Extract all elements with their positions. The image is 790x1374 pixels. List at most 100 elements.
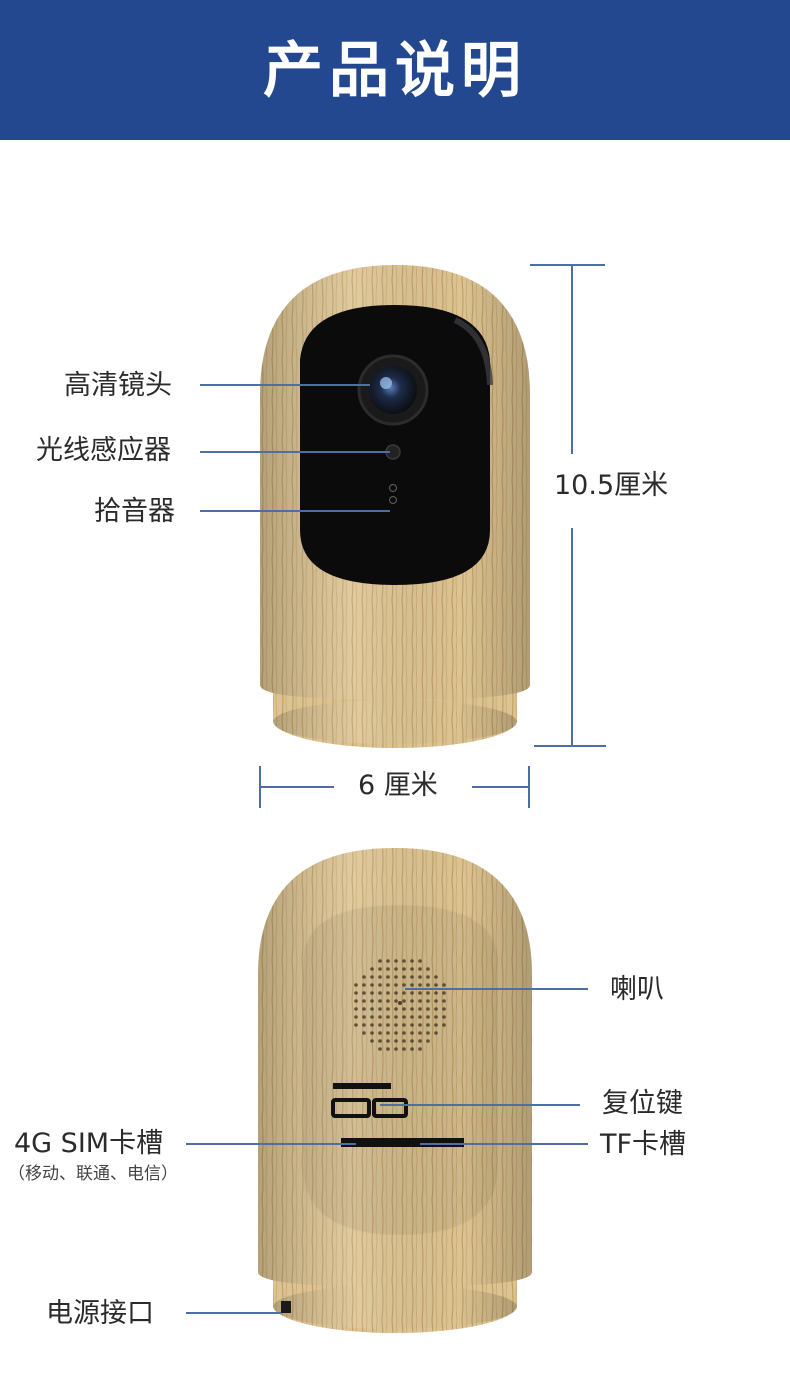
width-label: 6 厘米 [358, 770, 438, 801]
speaker-hole [442, 1015, 446, 1019]
speaker-hole [370, 999, 374, 1003]
lens-leader-line [200, 384, 370, 386]
speaker-hole [426, 1015, 430, 1019]
speaker-hole [410, 1015, 414, 1019]
speaker-hole [410, 975, 414, 979]
speaker-hole [354, 999, 358, 1003]
microphone-leader-line [200, 510, 390, 512]
speaker-hole [418, 999, 422, 1003]
speaker-hole [378, 967, 382, 971]
height-label: 10.5厘米 [554, 470, 669, 501]
speaker-hole [354, 991, 358, 995]
speaker-hole [418, 975, 422, 979]
speaker-hole [386, 1031, 390, 1035]
speaker-hole [434, 1015, 438, 1019]
speaker-hole [386, 983, 390, 987]
speaker-hole [370, 975, 374, 979]
speaker-hole [442, 999, 446, 1003]
speaker-hole [394, 1023, 398, 1027]
speaker-hole [442, 991, 446, 995]
speaker-hole [394, 975, 398, 979]
speaker-hole [370, 1023, 374, 1027]
speaker-hole [418, 1007, 422, 1011]
speaker-hole [410, 999, 414, 1003]
speaker-hole [354, 1015, 358, 1019]
sim-slot-label: 4G SIM卡槽 [14, 1128, 164, 1159]
speaker-hole [370, 1039, 374, 1043]
speaker-hole [410, 1023, 414, 1027]
speaker-hole [394, 999, 398, 1003]
width-dim-right-tick [528, 766, 530, 808]
speaker-hole [410, 1047, 414, 1051]
light-sensor-leader-line [200, 451, 390, 453]
speaker-label: 喇叭 [610, 974, 664, 1005]
sim-carriers-label: （移动、联通、电信） [8, 1164, 178, 1184]
speaker-hole [410, 967, 414, 971]
speaker-hole [362, 999, 366, 1003]
speaker-hole [418, 1015, 422, 1019]
reset-label: 复位键 [602, 1088, 683, 1119]
speaker-hole [370, 983, 374, 987]
speaker-hole [386, 975, 390, 979]
speaker-hole [394, 959, 398, 963]
speaker-hole [386, 1007, 390, 1011]
speaker-hole [394, 1039, 398, 1043]
speaker-hole [434, 983, 438, 987]
power-port-label: 电源接口 [46, 1298, 154, 1329]
speaker-hole [386, 1015, 390, 1019]
speaker-hole [410, 983, 414, 987]
speaker-hole [410, 1031, 414, 1035]
speaker-hole [426, 975, 430, 979]
speaker-grille [354, 959, 446, 1051]
speaker-hole [418, 1039, 422, 1043]
speaker-hole [378, 1023, 382, 1027]
speaker-hole [434, 1007, 438, 1011]
sim-slot-leader-line [186, 1143, 356, 1145]
speaker-hole [386, 959, 390, 963]
height-dim-top-tick [530, 264, 605, 266]
speaker-hole [434, 1031, 438, 1035]
speaker-hole [386, 1039, 390, 1043]
speaker-hole [386, 991, 390, 995]
speaker-hole [402, 999, 406, 1003]
speaker-hole [394, 1015, 398, 1019]
speaker-hole [370, 991, 374, 995]
speaker-hole [394, 983, 398, 987]
speaker-hole [370, 1015, 374, 1019]
speaker-hole [378, 975, 382, 979]
speaker-hole [426, 1039, 430, 1043]
speaker-hole [442, 1023, 446, 1027]
speaker-hole [402, 1007, 406, 1011]
front-camera [260, 265, 530, 748]
speaker-hole [378, 983, 382, 987]
speaker-hole [426, 991, 430, 995]
speaker-hole [426, 967, 430, 971]
speaker-hole [362, 983, 366, 987]
speaker-hole [402, 975, 406, 979]
speaker-hole [410, 1039, 414, 1043]
speaker-hole [386, 1047, 390, 1051]
speaker-hole [394, 1031, 398, 1035]
speaker-hole [402, 1023, 406, 1027]
speaker-hole [434, 999, 438, 1003]
speaker-hole [442, 983, 446, 987]
width-dim-line-right [472, 786, 530, 788]
speaker-hole [418, 1047, 422, 1051]
speaker-hole [394, 1047, 398, 1051]
speaker-hole [362, 1015, 366, 1019]
speaker-hole [418, 983, 422, 987]
speaker-hole [434, 991, 438, 995]
speaker-hole [426, 1031, 430, 1035]
speaker-hole [362, 1007, 366, 1011]
speaker-hole [362, 975, 366, 979]
microphone-label: 拾音器 [94, 496, 175, 527]
speaker-hole [354, 983, 358, 987]
page-header: 产品说明 [0, 0, 790, 140]
speaker-leader-line [405, 988, 588, 990]
speaker-hole [402, 967, 406, 971]
speaker-hole [434, 1023, 438, 1027]
power-port-leader-line [186, 1312, 281, 1314]
speaker-hole [386, 999, 390, 1003]
speaker-hole [418, 1023, 422, 1027]
speaker-hole [402, 991, 406, 995]
